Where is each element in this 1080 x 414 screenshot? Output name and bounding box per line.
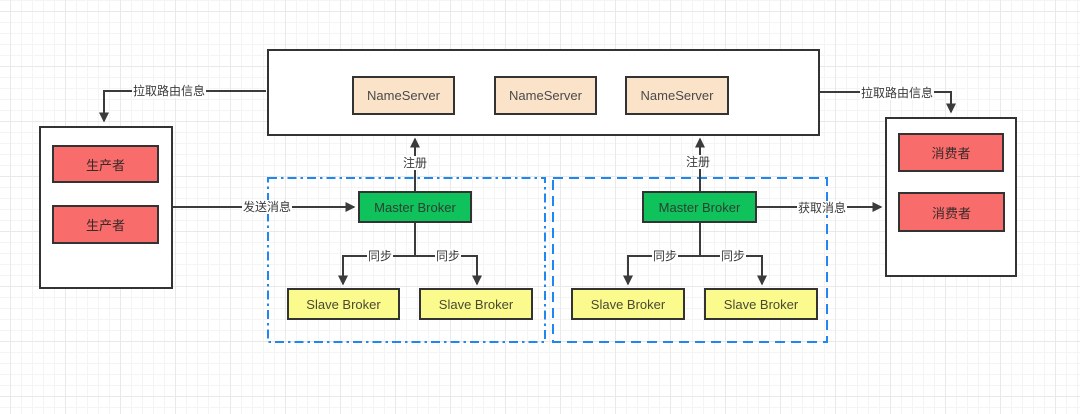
edge-label-get-message: 获取消息 — [796, 201, 848, 215]
edge-label-sync-3: 同步 — [651, 249, 679, 263]
edge-label-register-right: 注册 — [684, 155, 712, 169]
master-broker-2[interactable]: Master Broker — [642, 191, 757, 223]
nameserver-node-2[interactable]: NameServer — [494, 76, 597, 115]
broker-group-2-outline — [552, 177, 828, 343]
slave-broker-1-label: Slave Broker — [306, 296, 381, 312]
edge-label-pull-route-right: 拉取路由信息 — [859, 86, 935, 100]
edge-label-pull-route-left: 拉取路由信息 — [131, 84, 207, 98]
producer-node-1-label: 生产者 — [85, 157, 125, 173]
edge-label-sync-4: 同步 — [719, 249, 747, 263]
nameserver-node-1[interactable]: NameServer — [352, 76, 455, 115]
producer-node-2[interactable]: 生产者 — [52, 205, 159, 244]
slave-broker-1[interactable]: Slave Broker — [287, 288, 400, 320]
slave-broker-4[interactable]: Slave Broker — [704, 288, 818, 320]
master-broker-1[interactable]: Master Broker — [358, 191, 472, 223]
edge-label-send-message: 发送消息 — [241, 200, 293, 214]
nameserver-node-1-label: NameServer — [367, 88, 440, 103]
master-broker-1-label: Master Broker — [374, 199, 456, 215]
consumer-node-1[interactable]: 消费者 — [898, 133, 1004, 172]
edge-label-sync-1: 同步 — [366, 249, 394, 263]
edge-label-sync-2: 同步 — [434, 249, 462, 263]
consumer-node-2-label: 消费者 — [931, 205, 971, 221]
master-broker-2-label: Master Broker — [658, 199, 741, 215]
nameserver-node-3[interactable]: NameServer — [625, 76, 729, 115]
slave-broker-2-label: Slave Broker — [438, 296, 514, 312]
slave-broker-3[interactable]: Slave Broker — [571, 288, 685, 320]
nameserver-node-2-label: NameServer — [509, 88, 582, 103]
consumer-node-1-label: 消费者 — [931, 146, 971, 161]
slave-broker-2[interactable]: Slave Broker — [419, 288, 533, 320]
producer-node-1[interactable]: 生产者 — [52, 145, 159, 183]
edge-label-register-left: 注册 — [401, 156, 429, 170]
consumer-node-2[interactable]: 消费者 — [898, 192, 1005, 232]
broker-group-1-outline — [267, 177, 546, 343]
producer-node-2-label: 生产者 — [85, 218, 125, 233]
nameserver-node-3-label: NameServer — [640, 88, 714, 103]
slave-broker-3-label: Slave Broker — [590, 296, 666, 312]
slave-broker-4-label: Slave Broker — [723, 296, 799, 312]
edge-pull-route-left — [99, 90, 266, 123]
